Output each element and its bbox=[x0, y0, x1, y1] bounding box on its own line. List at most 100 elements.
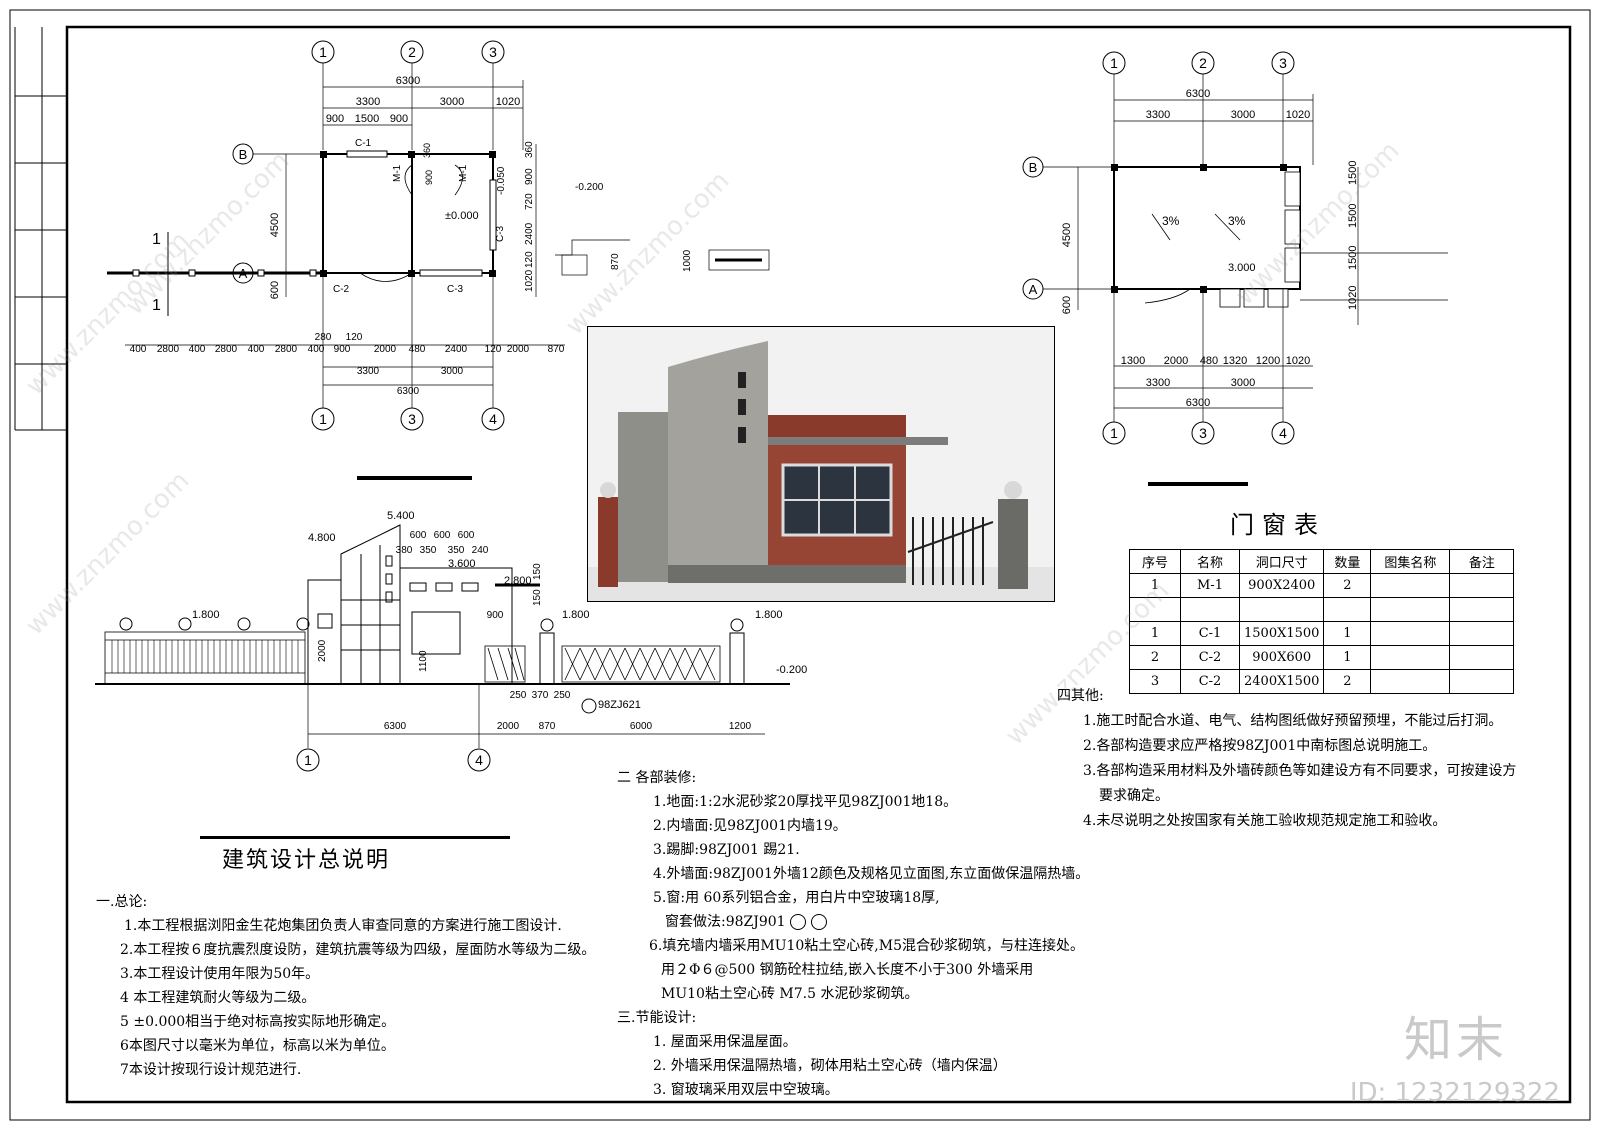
dim: 150 bbox=[532, 563, 543, 580]
notes-title-bar bbox=[200, 836, 510, 839]
dim: 3000 bbox=[440, 96, 464, 108]
label-C1: C-1 bbox=[355, 138, 372, 149]
ref-code: 98ZJ621 bbox=[598, 699, 641, 711]
dim: 2800 bbox=[157, 344, 180, 355]
label-M1: M-1 bbox=[458, 164, 469, 182]
dim: 2000 bbox=[1164, 355, 1188, 367]
axis-label: 2 bbox=[408, 44, 416, 60]
outer-border bbox=[9, 9, 1591, 1121]
note-line: 2. 外墙采用保温隔热墙，砌体用粘土空心砖（墙内保温） bbox=[653, 1058, 1007, 1074]
level: 5.400 bbox=[387, 510, 415, 522]
dim: 240 bbox=[472, 545, 489, 556]
door-window-table: 序号 名称 洞口尺寸 数量 图集名称 备注 1 M-1 900X2400 2 1… bbox=[1129, 549, 1515, 694]
ref-circle-icon bbox=[790, 914, 807, 930]
detail-dim: 870 bbox=[610, 253, 621, 270]
header-cell: 名称 bbox=[1180, 549, 1240, 574]
dim: 3300 bbox=[356, 96, 380, 108]
axis-label: 1 bbox=[319, 44, 327, 60]
dim: 1200 bbox=[729, 721, 752, 732]
table-row: 3 C-2 2400X1500 2 bbox=[1129, 669, 1515, 694]
dim: 600 bbox=[410, 530, 427, 541]
dim: 6000 bbox=[630, 721, 653, 732]
cell bbox=[1180, 597, 1240, 622]
dim: 1100 bbox=[418, 650, 429, 672]
table-header-row: 序号 名称 洞口尺寸 数量 图集名称 备注 bbox=[1129, 549, 1515, 574]
other-notes: 四其他: 1.施工时配合水道、电气、结构图纸做好预留预埋，不能过后打洞。 2.各… bbox=[1057, 684, 1516, 834]
label-M1: M-1 bbox=[392, 164, 403, 182]
dim: 1500 bbox=[355, 113, 379, 125]
note-line: 5 ±0.000相当于绝对标高按实际地形确定。 bbox=[120, 1014, 396, 1030]
dim: 1020 bbox=[1286, 109, 1310, 121]
cell bbox=[1129, 597, 1181, 622]
slope-label: 3% bbox=[1228, 214, 1246, 228]
plan-title-underline bbox=[357, 476, 472, 480]
level: 3.600 bbox=[448, 558, 476, 570]
cell bbox=[1370, 573, 1451, 598]
dim: 1020 bbox=[1347, 286, 1359, 310]
axis-bubbles-top: 1 2 3 bbox=[311, 40, 505, 150]
dim: 3300 bbox=[1146, 109, 1170, 121]
plan-title-underline bbox=[1148, 482, 1248, 486]
note-line: 3.本工程设计使用年限为50年。 bbox=[120, 966, 320, 982]
cell: 1 bbox=[1323, 621, 1372, 646]
level: 1.800 bbox=[562, 609, 590, 621]
cell bbox=[1370, 597, 1451, 622]
dim: 600 bbox=[1061, 296, 1073, 314]
ref-circle-icon bbox=[810, 914, 827, 930]
note-text: 窗套做法:98ZJ901 bbox=[665, 914, 786, 930]
note-line: 5.窗:用 60系列铝合金，用白片中空玻璃18厚, bbox=[653, 890, 940, 906]
cell: 1500X1500 bbox=[1238, 621, 1325, 646]
section-mark: 1 bbox=[152, 231, 161, 248]
note-line: 3. 窗玻璃采用双层中空玻璃。 bbox=[653, 1082, 839, 1098]
dim: 250 bbox=[510, 690, 527, 701]
dim: 1020 bbox=[1286, 355, 1310, 367]
dim: 2000 bbox=[374, 344, 397, 355]
note-line: 4 本工程建筑耐火等级为二级。 bbox=[120, 990, 316, 1006]
cell bbox=[1370, 621, 1451, 646]
dim: 900 bbox=[390, 113, 408, 125]
table-row: 1 C-1 1500X1500 1 bbox=[1129, 621, 1515, 646]
axis-label: 1 bbox=[319, 411, 327, 427]
dim: 600 bbox=[458, 530, 475, 541]
note-line: 6本图尺寸以毫米为单位，标高以米为单位。 bbox=[120, 1038, 395, 1054]
axis-label: 2 bbox=[1199, 55, 1207, 71]
dim: 2400 bbox=[445, 344, 468, 355]
axis-B-label: B bbox=[1029, 160, 1038, 175]
note-line: 1.地面:1:2水泥砂浆20厚找平见98ZJ001地18。 bbox=[653, 794, 958, 810]
axis-label: 1 bbox=[304, 752, 312, 768]
cell bbox=[1449, 573, 1515, 598]
axis-label: 1 bbox=[1110, 425, 1118, 441]
inner-frame bbox=[65, 25, 1572, 1104]
header-cell: 序号 bbox=[1129, 549, 1181, 574]
dim: 1020 bbox=[496, 96, 520, 108]
elevation: 1.800 5.400 4.800 3.600 2.800 600 600 60… bbox=[95, 510, 807, 772]
header-cell: 备注 bbox=[1449, 549, 1515, 574]
dim: 380 bbox=[396, 545, 413, 556]
cell: 2 bbox=[1323, 669, 1372, 694]
dim: 600 bbox=[434, 530, 451, 541]
note-line: 3.踢脚:98ZJ001 踢21. bbox=[653, 842, 800, 858]
note-line: 4.未尽说明之处按国家有关施工验收规范规定施工和验收。 bbox=[1083, 813, 1447, 829]
rendering-image bbox=[587, 326, 1055, 602]
cell: 900X2400 bbox=[1238, 573, 1325, 598]
dim: 480 bbox=[1200, 355, 1218, 367]
note-line: 7本设计按现行设计规范进行. bbox=[120, 1062, 302, 1078]
dim: 350 bbox=[448, 545, 465, 556]
dim: 350 bbox=[420, 545, 437, 556]
dim: 400 bbox=[248, 344, 265, 355]
dim: 400 bbox=[130, 344, 147, 355]
dim-total: 6300 bbox=[396, 75, 420, 87]
section-mark: 1 bbox=[152, 297, 161, 314]
axis-label: 3 bbox=[1199, 425, 1207, 441]
label-C3: C-3 bbox=[447, 284, 464, 295]
dim: 3300 bbox=[1146, 377, 1170, 389]
dim-total: 6300 bbox=[397, 386, 420, 397]
note-line: 1. 屋面采用保温屋面。 bbox=[653, 1034, 797, 1050]
note-line: 2.各部构造要求应严格按98ZJ001中南标图总说明施工。 bbox=[1083, 738, 1437, 754]
dim: 870 bbox=[539, 721, 556, 732]
dim: 900 bbox=[326, 113, 344, 125]
dim: 900 bbox=[424, 170, 434, 185]
level-0200: -0.200 bbox=[575, 182, 604, 193]
dim: 900 bbox=[487, 610, 504, 621]
